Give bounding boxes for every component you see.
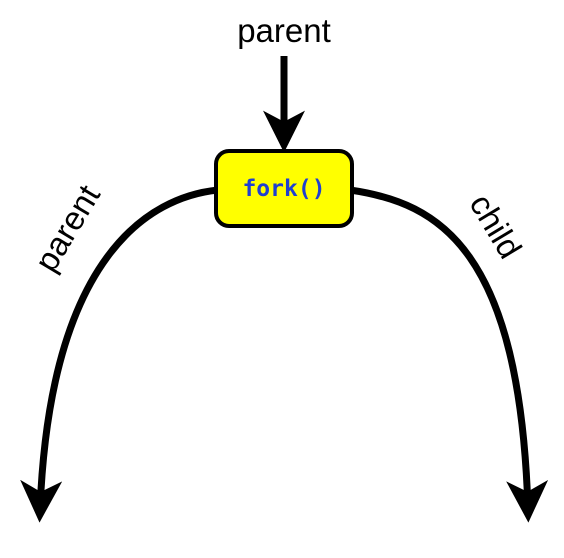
right-branch-arrow — [349, 186, 549, 523]
fork-node-label: fork() — [242, 176, 325, 202]
left-branch-label: parent — [27, 178, 107, 277]
fork-node: fork() — [214, 149, 354, 228]
top-parent-label: parent — [237, 12, 331, 49]
fork-node-box — [214, 149, 354, 228]
left-branch-arrow — [20, 186, 219, 523]
right-branch-label: child — [463, 187, 530, 264]
